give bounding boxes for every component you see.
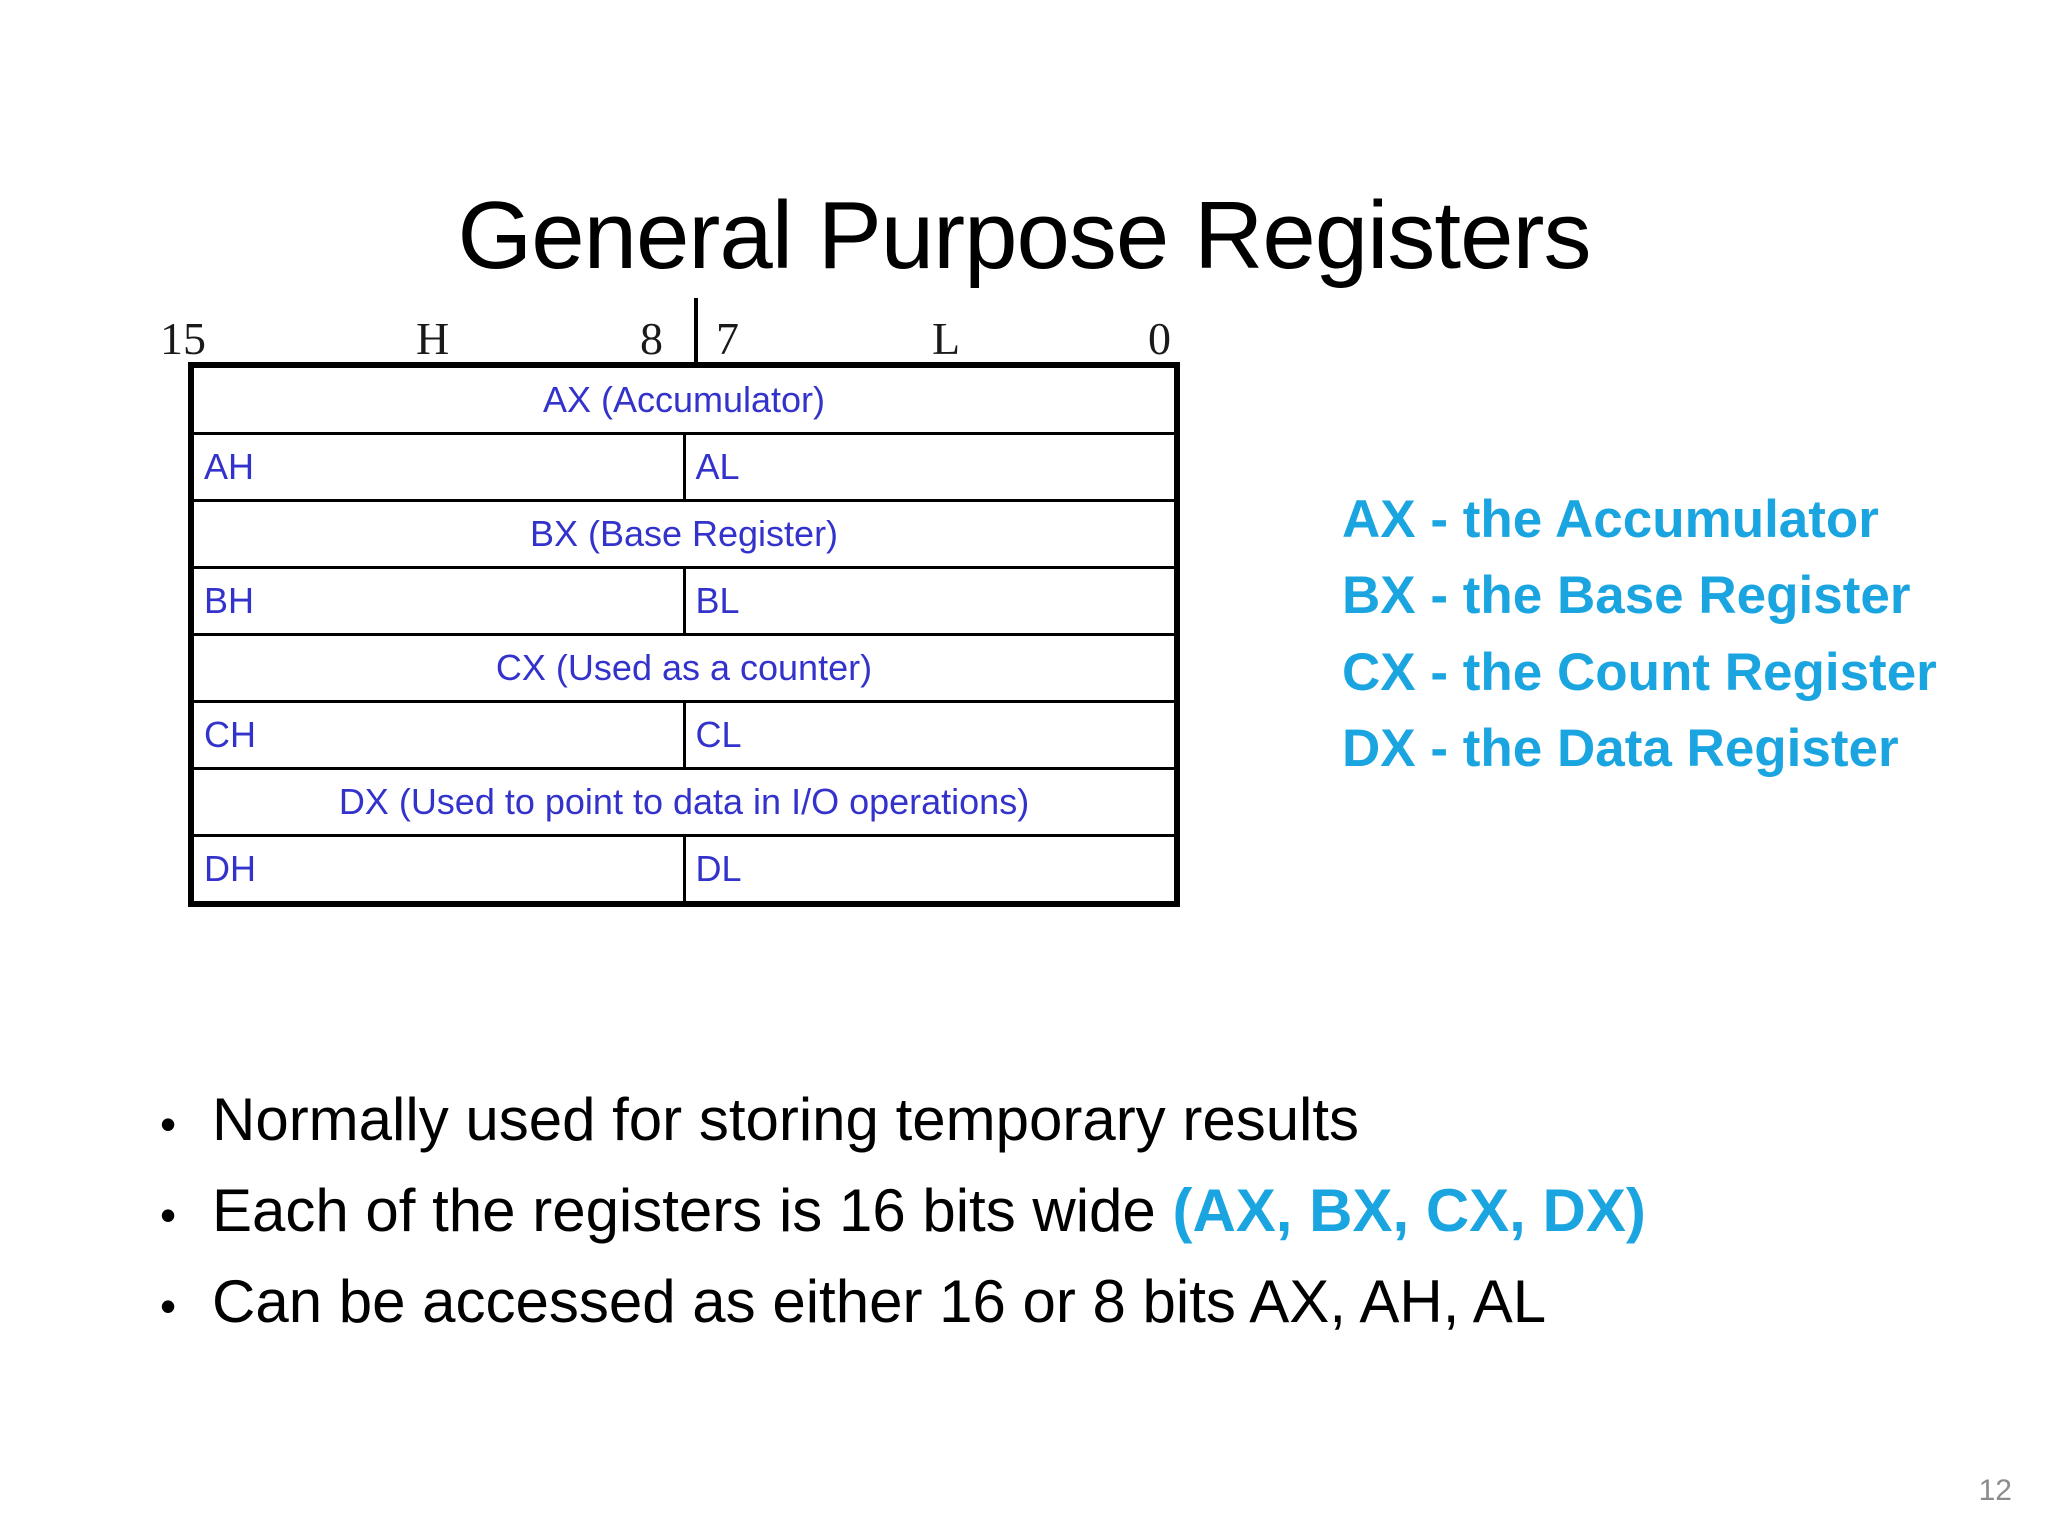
register-cell-cl: CL — [682, 700, 1179, 770]
register-cell-bl: BL — [682, 566, 1179, 636]
bullet-text-2-accent: (AX, BX, CX, DX) — [1172, 1176, 1646, 1244]
table-row: DX (Used to point to data in I/O operati… — [189, 767, 1179, 837]
bullet-marker-icon: • — [160, 1098, 177, 1150]
bullet-list: • Normally used for storing temporary re… — [150, 1086, 1950, 1360]
legend-item-bx: BX - the Base Register — [1342, 566, 1911, 626]
list-item: • Each of the registers is 16 bits wide … — [150, 1176, 1950, 1244]
table-row: AH AL — [189, 432, 1179, 502]
bit-label-high: H — [416, 313, 450, 364]
table-row: CX (Used as a counter) — [189, 633, 1179, 703]
bullet-text-1: Normally used for storing temporary resu… — [212, 1086, 1950, 1153]
legend-item-ax: AX - the Accumulator — [1342, 490, 1879, 549]
bullet-marker-icon: • — [160, 1279, 177, 1332]
register-cell-ah: AH — [189, 432, 686, 502]
register-cell-dh: DH — [189, 834, 686, 906]
register-table: AX (Accumulator) AH AL BX (Base Register… — [188, 362, 1180, 907]
register-legend: AX - the Accumulator BX - the Base Regis… — [1342, 482, 2042, 787]
page-title: General Purpose Registers — [457, 182, 1592, 290]
legend-item-cx: CX - the Count Register — [1342, 642, 1937, 702]
list-item: • Can be accessed as either 16 or 8 bits… — [150, 1267, 1950, 1335]
table-row: BH BL — [189, 566, 1179, 636]
bit-label-8: 8 — [640, 313, 663, 364]
list-item: • Normally used for storing temporary re… — [150, 1086, 1950, 1153]
bullet-text-2: Each of the registers is 16 bits wide (A… — [212, 1176, 1950, 1244]
table-row: CH CL — [189, 700, 1179, 770]
register-cell-bx: BX (Base Register) — [189, 499, 1179, 569]
table-row: DH DL — [189, 834, 1179, 906]
register-cell-cx: CX (Used as a counter) — [189, 633, 1179, 703]
register-cell-al: AL — [682, 432, 1179, 502]
byte-divider-tick — [694, 298, 698, 362]
bullet-text-1-main: Normally used for storing temporary resu… — [212, 1086, 1360, 1153]
page-number: 12 — [1978, 1474, 2012, 1507]
register-cell-ax: AX (Accumulator) — [189, 363, 1179, 435]
bit-position-header: 15 H 8 7 L 0 — [160, 286, 1180, 364]
register-cell-dl: DL — [682, 834, 1179, 906]
register-cell-bh: BH — [189, 566, 686, 636]
table-row: BX (Base Register) — [189, 499, 1179, 569]
register-cell-dx: DX (Used to point to data in I/O operati… — [189, 767, 1179, 837]
bullet-text-2-main: Each of the registers is 16 bits wide — [212, 1176, 1173, 1244]
table-row: AX (Accumulator) — [189, 363, 1179, 435]
bullet-marker-icon: • — [160, 1188, 177, 1241]
bit-label-low: L — [932, 313, 961, 364]
bit-label-7: 7 — [716, 313, 739, 364]
register-diagram: 15 H 8 7 L 0 AX (Accumulator) AH AL BX (… — [160, 286, 1180, 907]
bullet-text-3: Can be accessed as either 16 or 8 bits A… — [212, 1267, 1950, 1335]
bit-label-15: 15 — [160, 313, 206, 364]
legend-item-dx: DX - the Data Register — [1342, 718, 1899, 778]
bullet-text-3-main: Can be accessed as either 16 or 8 bits A… — [212, 1267, 1547, 1335]
register-cell-ch: CH — [189, 700, 686, 770]
bit-label-0: 0 — [1148, 313, 1171, 364]
